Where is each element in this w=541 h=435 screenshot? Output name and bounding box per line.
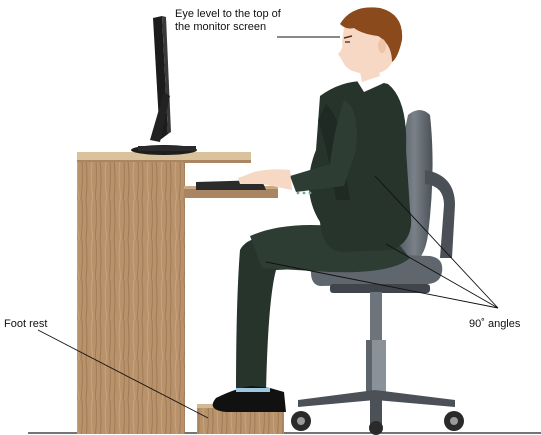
eye-level-label: Eye level to the top of the monitor scre… [175, 8, 281, 34]
desk-body [77, 162, 185, 434]
foot-rest-label: Foot rest [4, 318, 47, 331]
monitor [131, 16, 197, 155]
eye-level-label-line2: the monitor screen [175, 21, 281, 34]
eye-level-label-line1: Eye level to the top of [175, 8, 281, 21]
angles-label: 90˚ angles [469, 318, 520, 331]
